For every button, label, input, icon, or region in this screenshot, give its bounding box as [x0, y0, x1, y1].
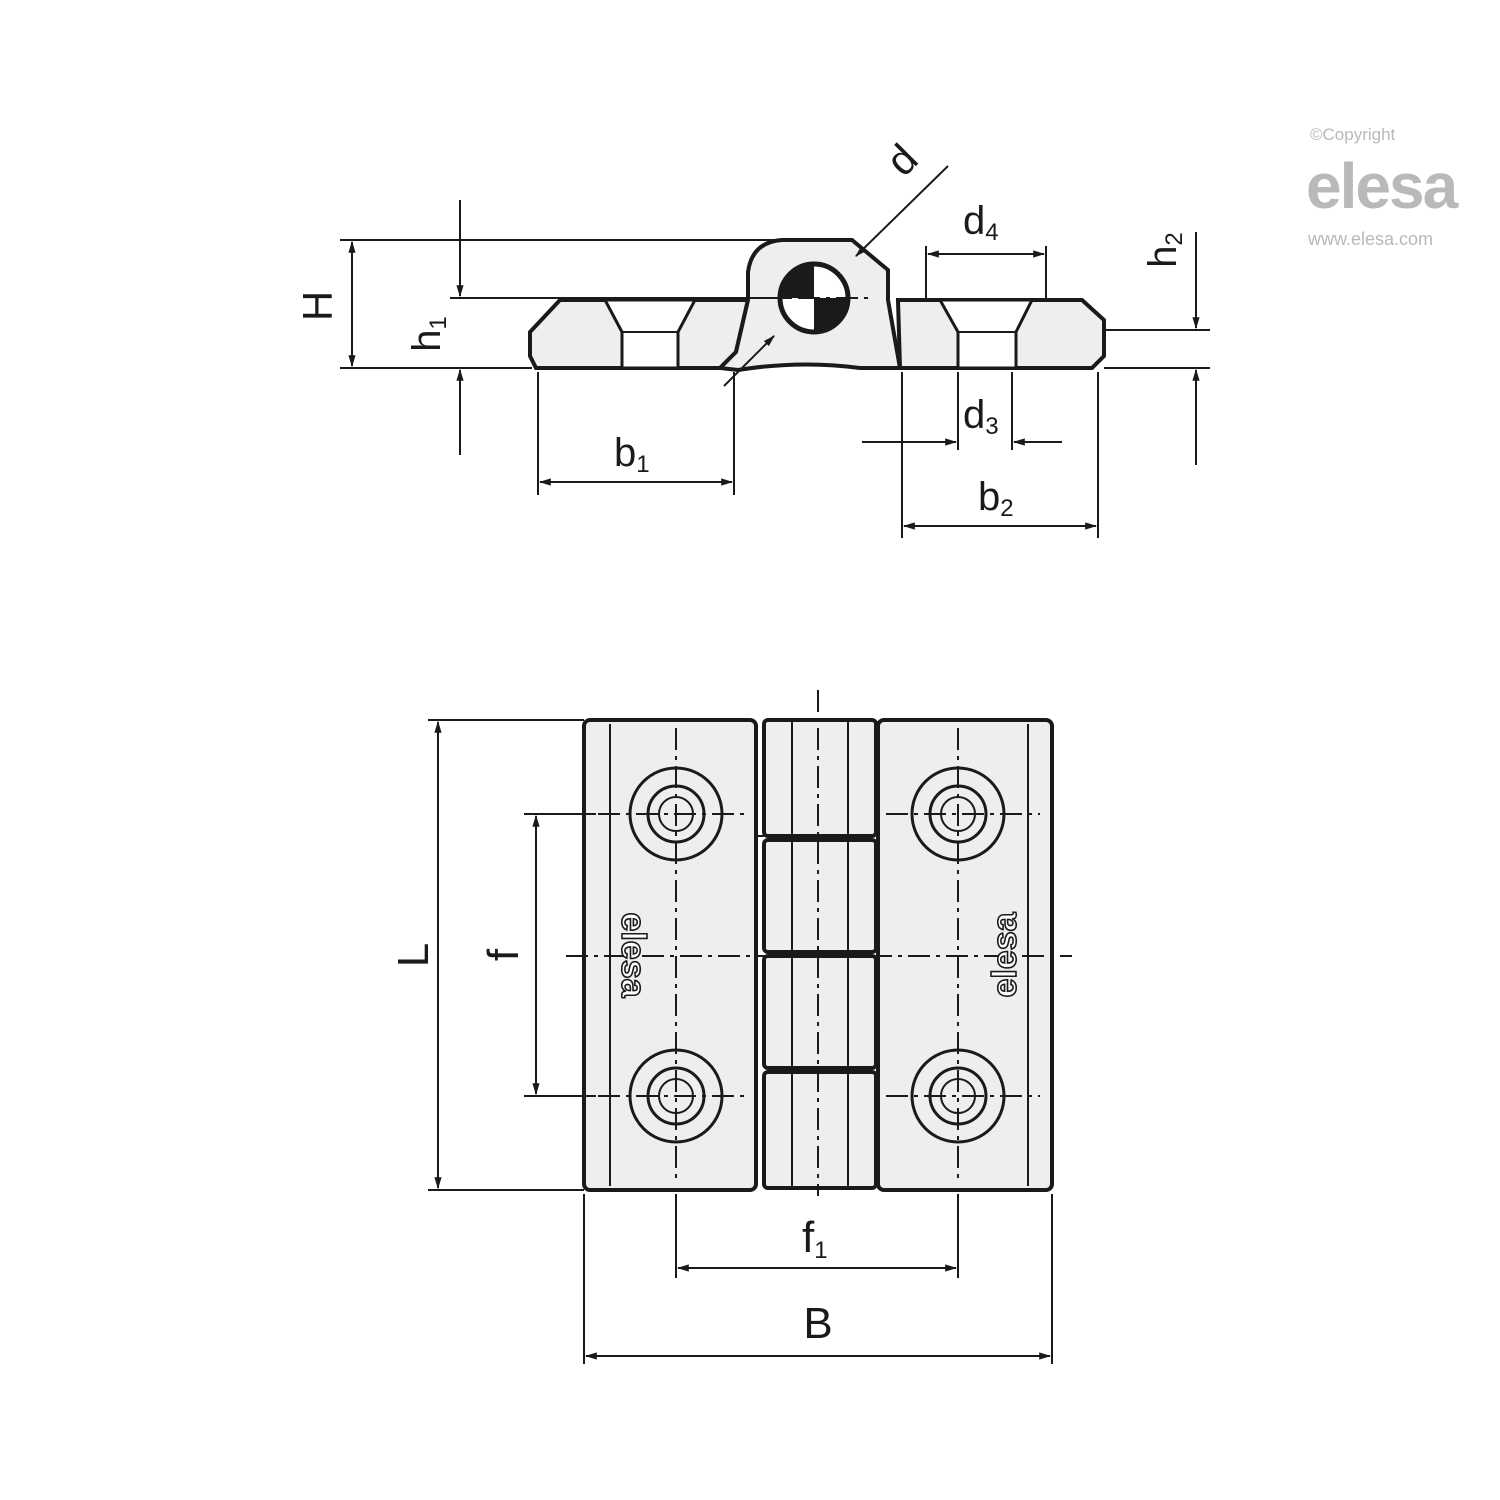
label-h2: h2 [1141, 232, 1188, 268]
label-d: d [877, 135, 927, 185]
label-h1: h1 [405, 316, 452, 352]
screw-hole-top-left [628, 766, 724, 862]
label-H: H [294, 291, 341, 321]
label-b2: b2 [978, 475, 1014, 522]
svg-text:h1: h1 [405, 316, 452, 352]
hinge-knuckles [756, 718, 878, 1190]
top-view: elesa elesa L f f1 B [389, 690, 1072, 1364]
left-leaf-marking: elesa [614, 912, 652, 998]
pin-quadrant-b [814, 298, 848, 332]
pin-quadrant-a [780, 264, 814, 298]
screw-hole-top-right [910, 766, 1006, 862]
label-d4: d4 [963, 199, 999, 246]
label-f: f [479, 948, 528, 961]
label-L: L [389, 943, 438, 967]
label-f1: f1 [802, 1213, 828, 1264]
elesa-logo: elesa [1306, 150, 1459, 222]
label-B: B [803, 1299, 832, 1348]
label-d3: d3 [963, 393, 999, 440]
label-b1: b1 [614, 431, 650, 478]
screw-hole-bottom-right [910, 1048, 1006, 1144]
screw-hole-bottom-left [628, 1048, 724, 1144]
right-leaf-marking: elesa [986, 911, 1024, 997]
watermark: ©Copyright elesa www.elesa.com [1306, 125, 1461, 249]
side-view: H h1 h2 d d4 d3 b1 b2 [294, 135, 1210, 538]
svg-text:h2: h2 [1141, 232, 1188, 268]
copyright-text: ©Copyright [1310, 125, 1396, 144]
website-url: www.elesa.com [1307, 229, 1433, 249]
